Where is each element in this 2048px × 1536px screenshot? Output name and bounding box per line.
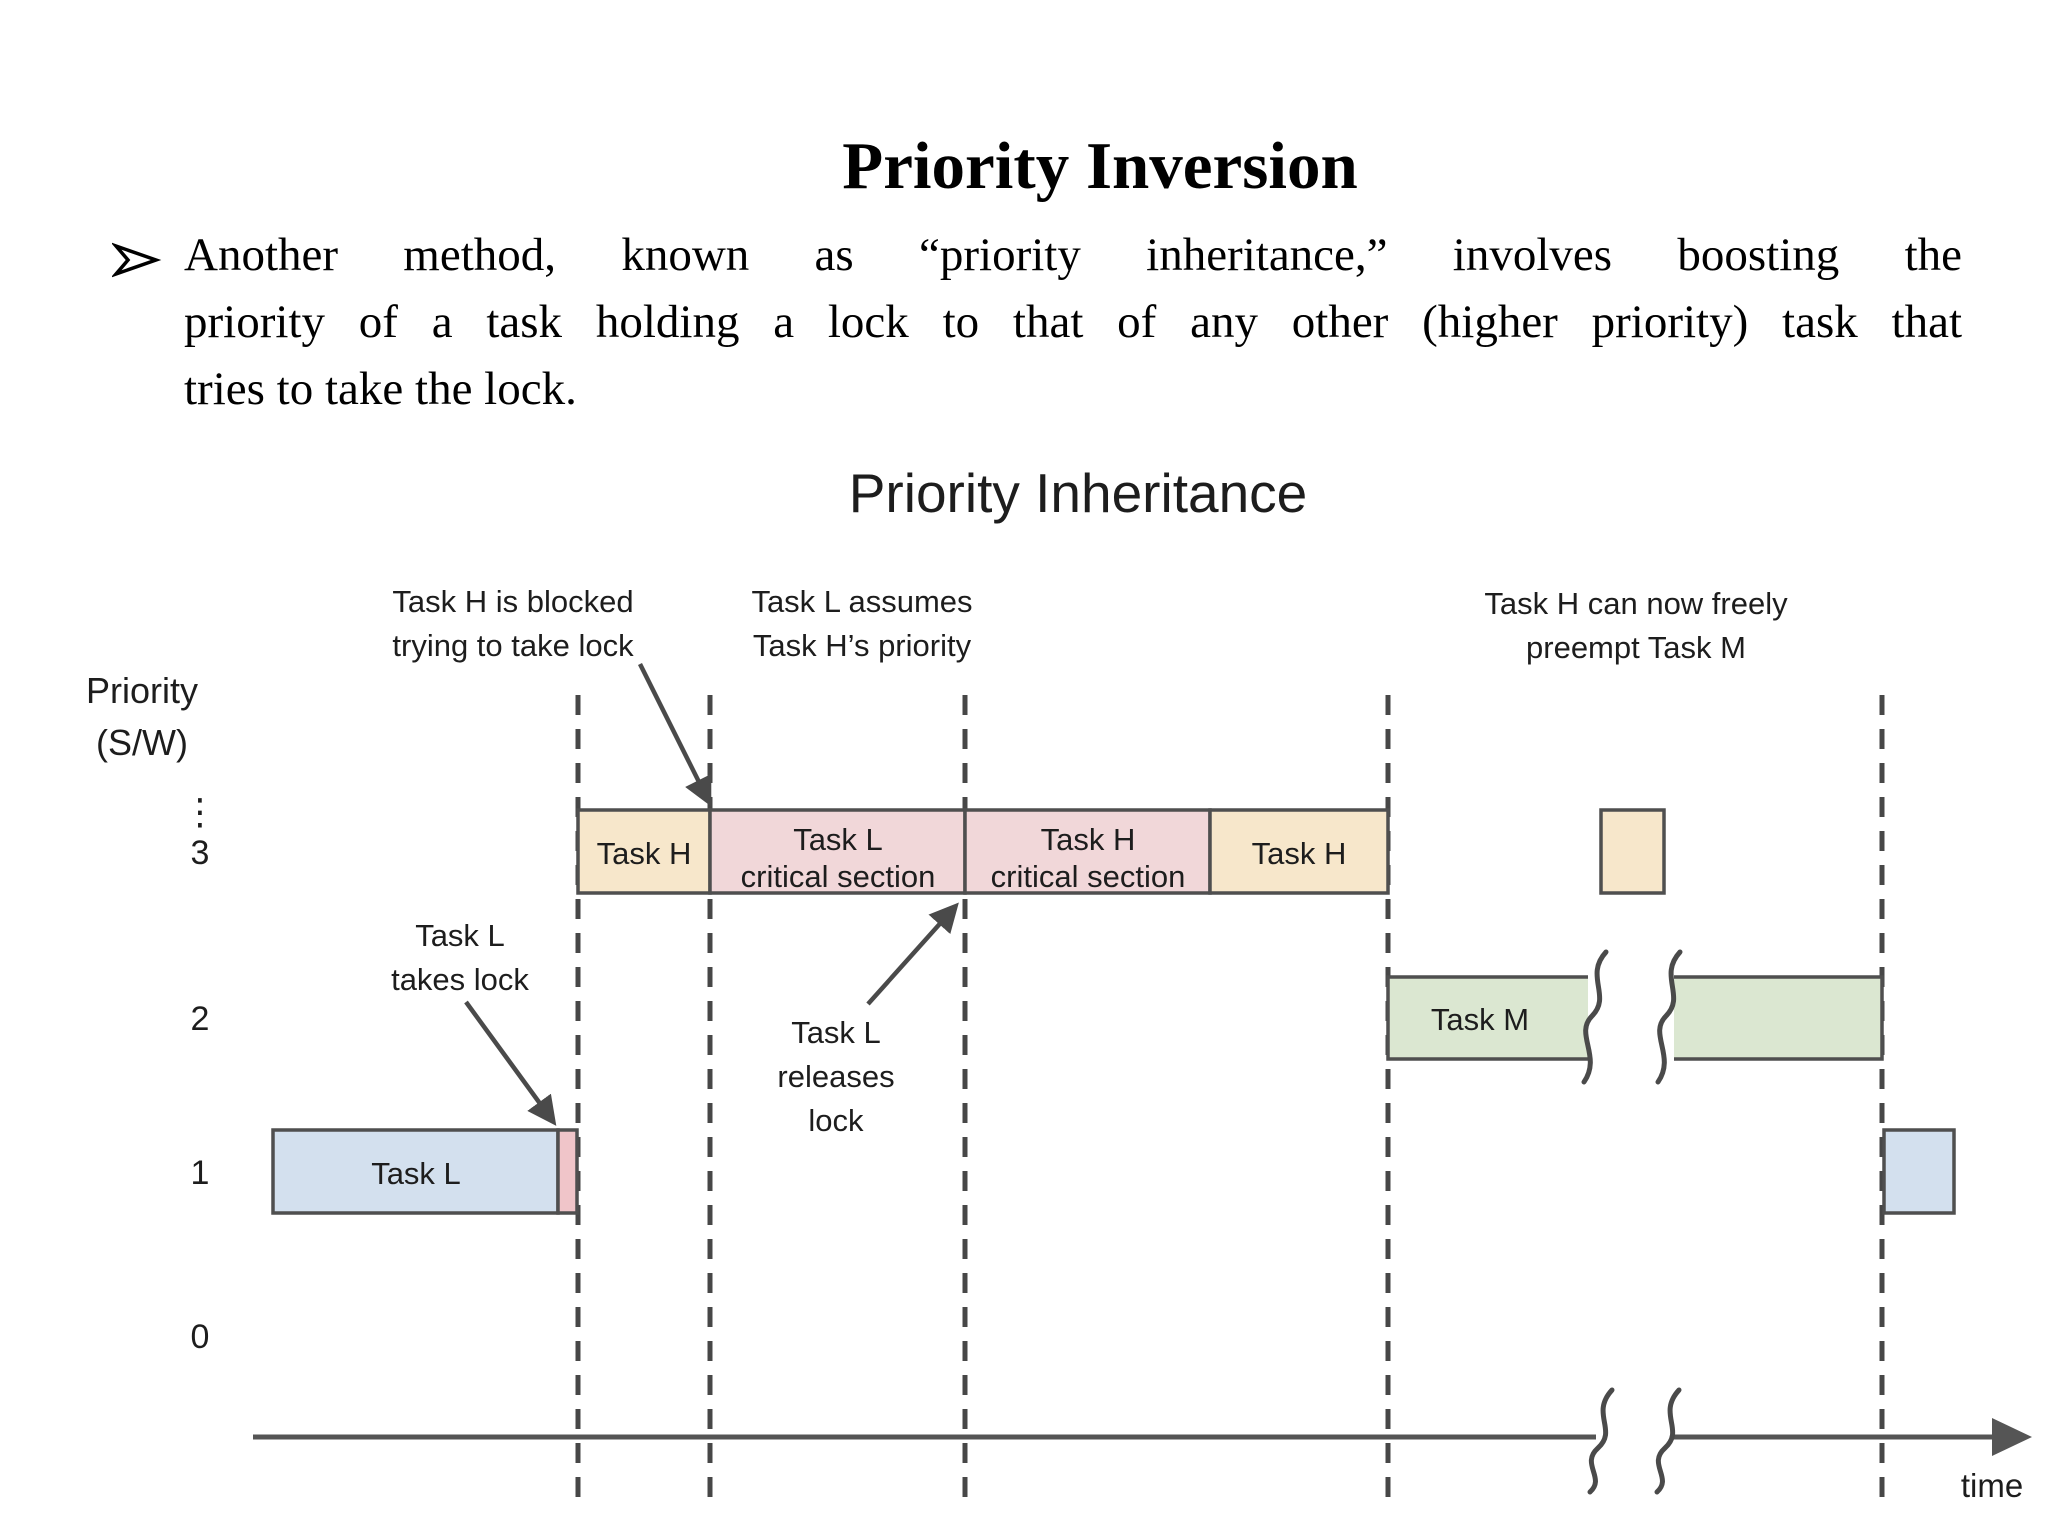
task-m-label: Task M (1431, 1002, 1529, 1037)
priority-level-0: 0 (191, 1318, 210, 1356)
priority-axis-label-1: Priority (86, 670, 198, 711)
task-l-cs-label-2: critical section (741, 859, 936, 894)
arrow-takes-lock (464, 1000, 557, 1126)
task-m-break-squiggle-1 (1581, 949, 1609, 1085)
time-axis: time (253, 1387, 2032, 1504)
priority-axis-ellipsis: ⋮ (182, 791, 218, 832)
priority-axis: Priority (S/W) ⋮ 3 2 1 0 (86, 670, 218, 1356)
priority-level-3: 3 (191, 834, 210, 872)
annotation-arrows (464, 662, 959, 1126)
annotation-takes-1: Task L (415, 918, 505, 953)
annotation-releases-3: lock (808, 1103, 864, 1138)
task-h-critical-section-bar (963, 808, 1212, 895)
task-l-cs-label-1: Task L (793, 822, 883, 857)
priority-3-row (576, 808, 1666, 895)
task-m-bar-2 (1674, 977, 1882, 1059)
annotation-assumes-2: Task H’s priority (753, 628, 972, 663)
bullet-line-2: priority of a task holding a lock to tha… (184, 296, 1962, 348)
bar-labels: Task H Task L critical section Task H cr… (371, 822, 1529, 1191)
annotation-assumes-1: Task L assumes (751, 584, 972, 619)
time-axis-arrowhead (1992, 1418, 2032, 1456)
task-h-bar-2 (1208, 808, 1390, 895)
priority-level-1: 1 (191, 1154, 210, 1192)
task-m-bar-1 (1388, 977, 1588, 1059)
task-l-lock-sliver (556, 1128, 579, 1215)
task-h-cs-label-1: Task H (1041, 822, 1136, 857)
axis-break-squiggle-2 (1654, 1387, 1682, 1495)
priority-axis-label-2: (S/W) (96, 722, 188, 763)
task-h-bar-3-small (1599, 808, 1666, 895)
annotation-preempt-1: Task H can now freely (1484, 586, 1788, 621)
annotation-blocked-1: Task H is blocked (392, 584, 633, 619)
task-h-bar-1-label: Task H (597, 836, 692, 871)
task-h-bar-2-label: Task H (1252, 836, 1347, 871)
priority-2-row (1386, 949, 1884, 1085)
priority-level-2: 2 (191, 1000, 210, 1038)
axis-break-squiggle-1 (1587, 1387, 1615, 1495)
arrow-releases-lock (866, 902, 959, 1006)
time-axis-label: time (1961, 1467, 2023, 1504)
annotations: Task H is blocked trying to take lock Ta… (391, 584, 1788, 1138)
annotation-preempt-2: preempt Task M (1526, 630, 1746, 665)
priority-1-row (271, 1128, 1956, 1215)
task-l-label: Task L (371, 1156, 461, 1191)
arrow-blocked (637, 662, 712, 807)
annotation-takes-2: takes lock (391, 962, 529, 997)
task-m-break-squiggle-2 (1655, 949, 1683, 1085)
bullet-paragraph: Another method, known as “priority inher… (184, 222, 1962, 423)
task-l-bar (271, 1128, 560, 1215)
task-h-cs-label-2: critical section (991, 859, 1186, 894)
annotation-releases-1: Task L (791, 1015, 881, 1050)
bullet-line-1: Another method, known as “priority inher… (184, 229, 1962, 281)
annotation-blocked-2: trying to take lock (392, 628, 634, 663)
priority-inheritance-diagram: Priority Inheritance time Priority (S/W)… (86, 462, 2032, 1508)
annotation-releases-2: releases (777, 1059, 894, 1094)
bullet-arrow-icon (112, 242, 162, 278)
bullet-line-3: tries to take the lock. (184, 363, 577, 415)
task-l-bar-2-small (1882, 1128, 1956, 1215)
diagram-title: Priority Inheritance (849, 462, 1308, 524)
page-title: Priority Inversion (842, 129, 1358, 203)
